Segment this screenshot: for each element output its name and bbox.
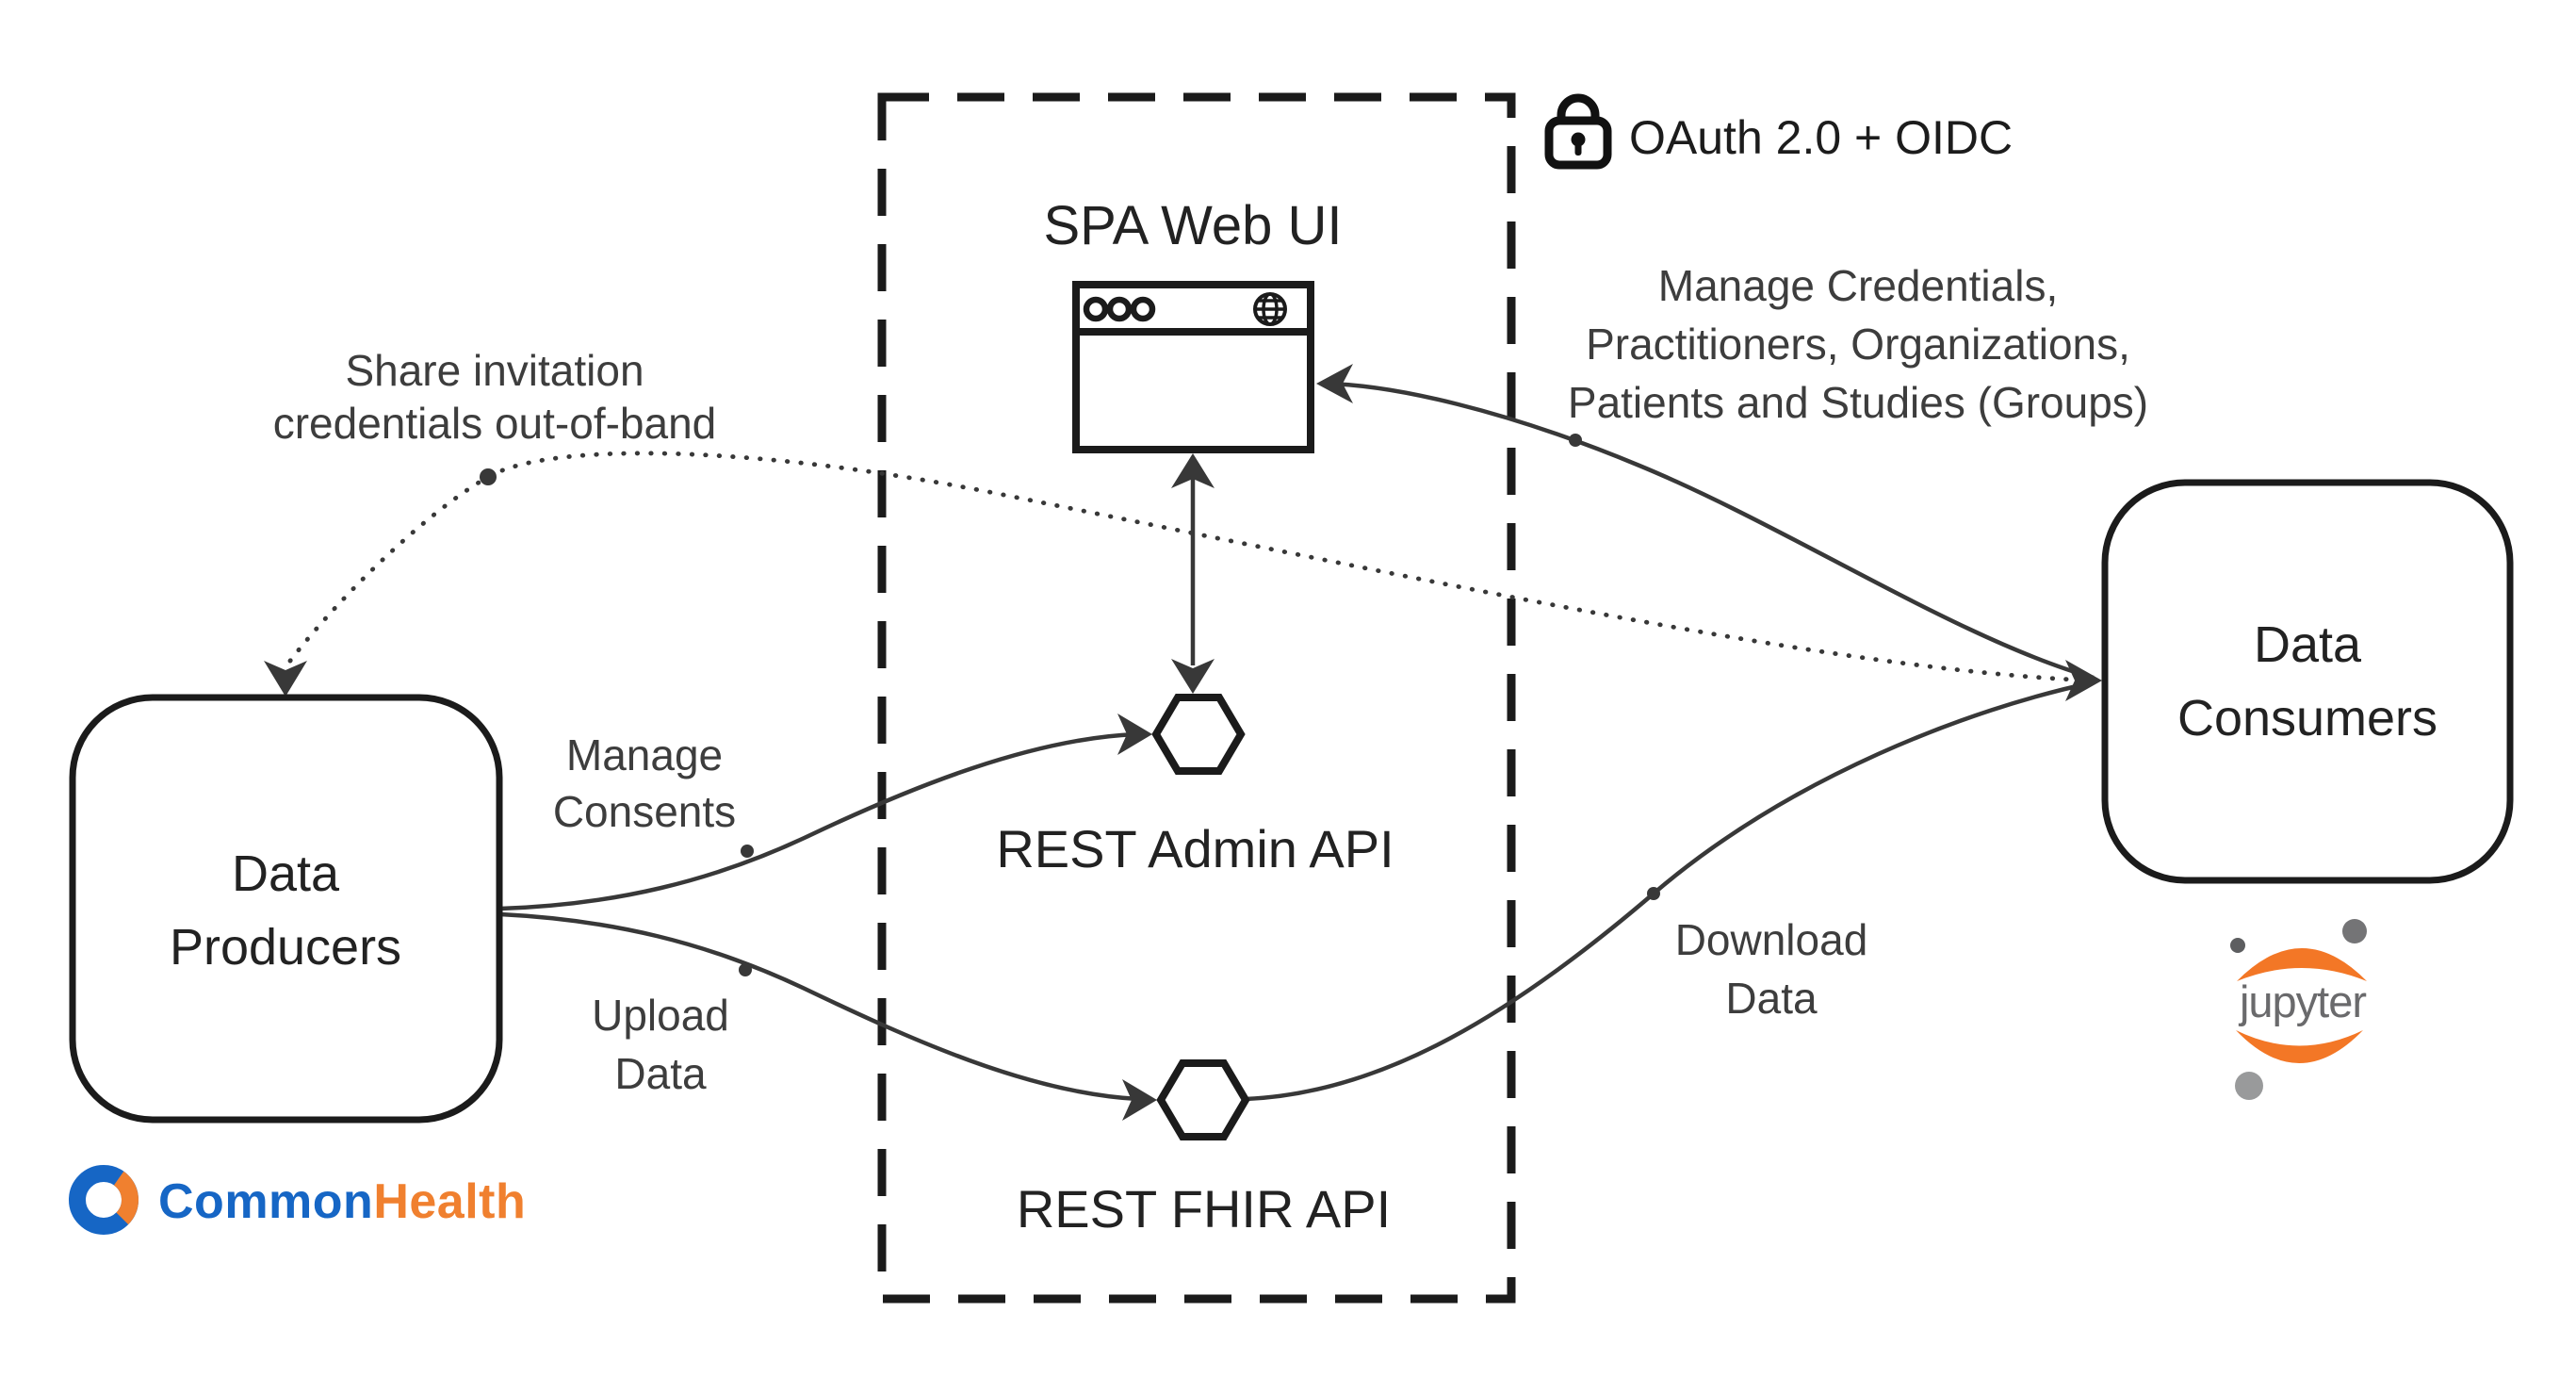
upload-data-label: Upload Data [519,986,802,1103]
jupyter-upper-crescent [2237,948,2367,981]
arrow-into-admin-hexagon-top [1171,659,1215,694]
jupyter-logo-icon [2230,919,2367,1100]
rest-fhir-api-label: REST FHIR API [1016,1179,1392,1239]
manage-credentials-line3: Patients and Studies (Groups) [1567,378,2149,427]
data-consumers-line1: Data [2253,616,2362,673]
data-consumers-line2: Consumers [2177,690,2438,746]
rest-admin-api-hexagon-icon [1151,694,1246,775]
spa-web-ui-title: SPA Web UI [1043,195,1343,256]
data-producers-line2: Producers [169,919,402,976]
jupyter-wordmark: jupyter [2239,976,2367,1026]
arrow-into-producers-top [264,661,307,697]
arrow-into-fhir-hexagon-left [1122,1079,1157,1121]
globe-icon [1253,292,1287,326]
dot-upload-data [739,963,752,976]
arrow-into-browser-right [1316,364,1353,403]
manage-consents-line2: Consents [552,787,737,836]
edges [285,381,2096,1102]
data-consumers-label: Data Consumers [2119,608,2496,755]
edge-manage-credentials [1323,381,2095,681]
oauth-oidc-label: OAuth 2.0 + OIDC [1629,111,2014,164]
download-data-line2: Data [1725,974,1818,1023]
dot-share-invitation [480,468,497,485]
browser-button-icon [1130,296,1156,322]
manage-credentials-label: Manage Credentials, Practitioners, Organ… [1528,256,2188,432]
arrow-into-consumers-left [2065,660,2102,701]
browser-window-icon [1072,281,1314,453]
upload-data-line2: Data [614,1049,707,1098]
commonhealth-logo-icon [69,1165,139,1235]
lock-keyhole-stem [1574,139,1582,156]
manage-consents-line1: Manage [565,730,724,779]
dot-manage-credentials [1569,434,1582,447]
dot-download-data [1647,887,1660,900]
browser-button-icon [1083,296,1109,322]
rest-fhir-api-hexagon-icon [1156,1059,1250,1140]
edge-download-data [1245,680,2095,1102]
arrow-into-admin-hexagon-left [1117,714,1152,755]
data-consumers-box [2101,479,2514,884]
data-producers-box [69,694,503,1124]
jupyter-moon-large [2235,1072,2263,1100]
data-producers-label: Data Producers [97,837,474,984]
jupyter-moon-medium [2342,919,2367,943]
dot-manage-consents [741,845,754,858]
download-data-label: Download Data [1602,910,1941,1027]
jupyter-moon-small [2230,938,2245,953]
manage-credentials-line1: Manage Credentials, [1657,261,2059,310]
edge-share-invitation-dotted [285,451,2096,683]
share-invitation-line1: Share invitation [345,346,644,395]
rest-admin-api-label: REST Admin API [996,819,1394,878]
manage-consents-label: Manage Consents [503,727,786,840]
download-data-line1: Download [1674,915,1868,964]
edge-upload-data [499,911,1139,1102]
commonhealth-word-common: Common [158,1174,374,1229]
commonhealth-wordmark: CommonHealth [158,1175,629,1228]
share-invitation-line2: credentials out-of-band [272,399,717,448]
arrowheads [264,364,2102,1121]
lock-shackle [1557,93,1600,123]
jupyter-lower-crescent [2236,1030,2363,1063]
edge-dots [480,434,1660,976]
data-producers-line1: Data [231,845,340,902]
arrow-into-browser-bottom [1171,453,1215,488]
browser-frame [1072,281,1314,453]
share-invitation-label: Share invitation credentials out-of-band [231,344,758,450]
browser-button-icon [1106,296,1133,322]
trust-boundary-dashed-box [877,92,1516,1304]
commonhealth-word-health: Health [373,1174,527,1229]
commonhealth-ring-orange [113,1171,139,1225]
lock-icon [1544,93,1612,170]
manage-credentials-line2: Practitioners, Organizations, [1586,320,2130,369]
edge-manage-consents [499,731,1136,911]
upload-data-line1: Upload [592,991,729,1040]
